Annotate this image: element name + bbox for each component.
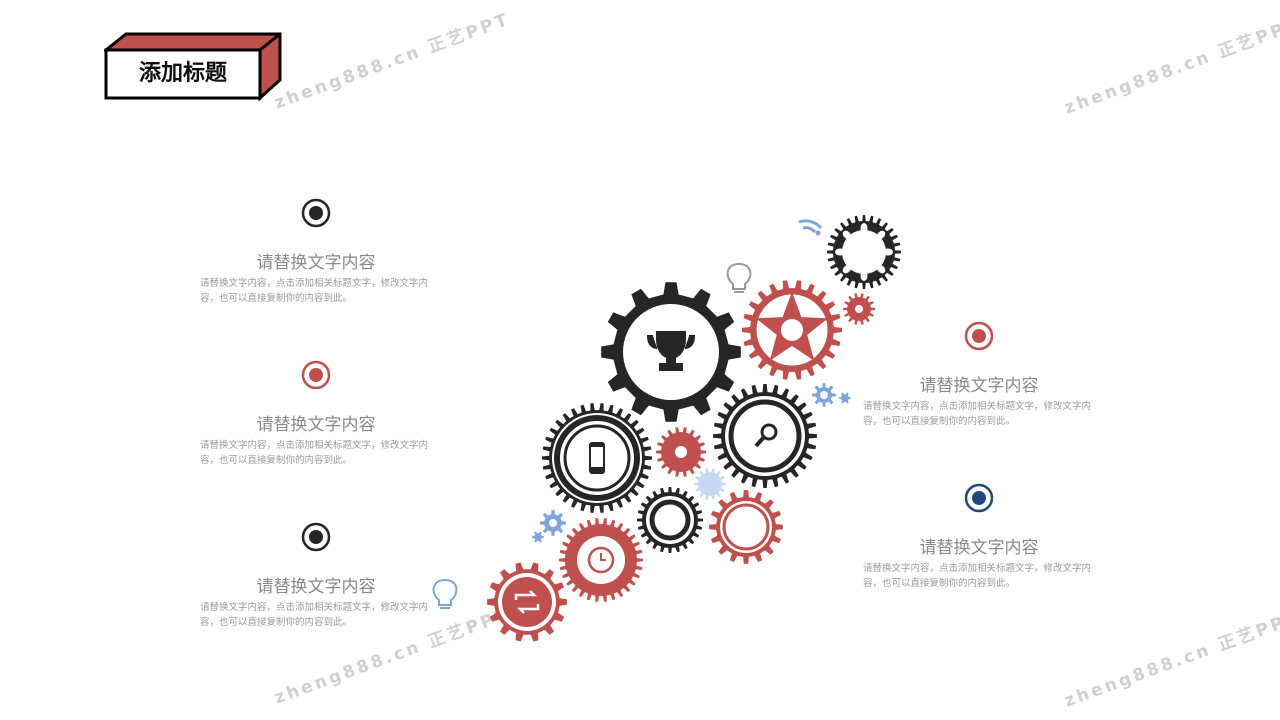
gear-ring <box>728 399 802 473</box>
gear-hole <box>883 248 893 256</box>
gear-blue <box>532 531 544 543</box>
gear-blue <box>839 392 851 404</box>
gear-center <box>781 319 803 341</box>
gear-ring <box>554 415 640 501</box>
target-icon <box>301 360 331 390</box>
title-box <box>104 32 282 102</box>
search-icon-handle <box>754 435 766 448</box>
gear-center <box>549 519 557 527</box>
target-icon <box>301 198 331 228</box>
target-icon <box>964 321 994 351</box>
gear-hole <box>860 223 868 233</box>
gear-center <box>855 305 863 313</box>
block-body: 请替换文字内容，点击添加相关标题文字，修改文字内容，也可以直接复制你的内容到此。 <box>200 278 429 304</box>
gear-hole <box>860 271 868 281</box>
block-body: 请替换文字内容，点击添加相关标题文字，修改文字内容，也可以直接复制你的内容到此。 <box>200 440 429 466</box>
block-body: 请替换文字内容，点击添加相关标题文字，修改文字内容，也可以直接复制你的内容到此。 <box>200 602 429 628</box>
block-heading: 请替换文字内容 <box>256 577 376 597</box>
text-block-1: 请替换文字内容 请替换文字内容，点击添加相关标题文字，修改文字内容，也可以直接复… <box>200 198 432 306</box>
slide-title: 添加标题 <box>138 61 227 86</box>
text-block-5: 请替换文字内容 请替换文字内容，点击添加相关标题文字，修改文字内容，也可以直接复… <box>863 483 1095 591</box>
phone-screen <box>591 447 603 467</box>
block-body: 请替换文字内容，点击添加相关标题文字，修改文字内容，也可以直接复制你的内容到此。 <box>863 563 1092 589</box>
target-icon <box>964 483 994 513</box>
block-body: 请替换文字内容，点击添加相关标题文字，修改文字内容，也可以直接复制你的内容到此。 <box>863 401 1092 427</box>
gear-hole <box>876 264 886 274</box>
gear-center-red <box>502 577 552 627</box>
lightbulb-icon <box>726 262 752 293</box>
lightbulb-icon <box>432 578 458 609</box>
search-icon <box>760 423 778 441</box>
gear-hole <box>876 230 886 240</box>
gear-ring <box>649 499 691 541</box>
gear-hub <box>842 230 886 274</box>
gear-hub <box>720 501 772 553</box>
3d-box-shape <box>104 32 282 102</box>
block-heading: 请替换文字内容 <box>919 376 1039 396</box>
wifi-dot <box>815 230 821 236</box>
trophy-icon <box>646 331 696 371</box>
gear-center <box>675 446 687 458</box>
gear-ring <box>563 424 631 492</box>
gear-light-blue <box>694 468 726 500</box>
target-icon <box>301 522 331 552</box>
gear-center <box>820 391 828 399</box>
wifi-icon <box>798 219 823 234</box>
text-block-4: 请替换文字内容 请替换文字内容，点击添加相关标题文字，修改文字内容，也可以直接复… <box>863 321 1095 429</box>
gear-hole <box>842 264 852 274</box>
clock-icon <box>587 546 615 574</box>
block-heading: 请替换文字内容 <box>256 415 376 435</box>
gear-ring <box>722 503 770 551</box>
block-heading: 请替换文字内容 <box>919 538 1039 558</box>
gear-hole <box>842 230 852 240</box>
text-block-2: 请替换文字内容 请替换文字内容，点击添加相关标题文字，修改文字内容，也可以直接复… <box>200 360 432 468</box>
clock-hands <box>600 553 606 561</box>
text-block-3: 请替换文字内容 请替换文字内容，点击添加相关标题文字，修改文字内容，也可以直接复… <box>200 522 432 630</box>
repeat-icon <box>514 590 540 614</box>
gear-hole <box>835 248 845 256</box>
block-heading: 请替换文字内容 <box>256 253 376 273</box>
